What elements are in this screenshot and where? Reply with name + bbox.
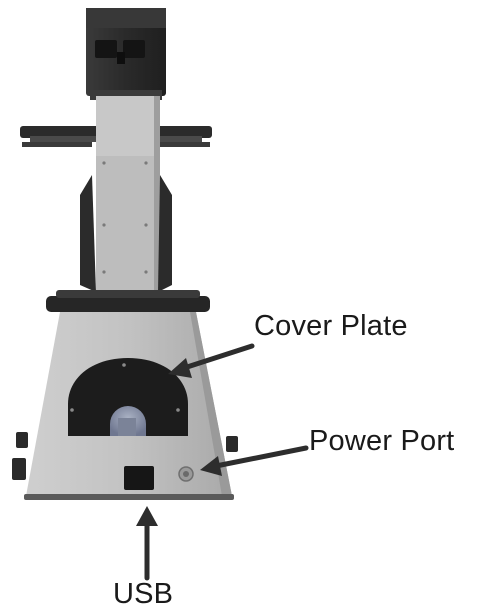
usb-arrow: [136, 506, 158, 581]
cover-plate: [68, 358, 188, 436]
base-collar: [46, 290, 210, 312]
camera-head: [86, 8, 166, 100]
cover-plate-label: Cover Plate: [254, 310, 408, 342]
column: [80, 96, 172, 301]
cover-plate-arrow: [168, 343, 255, 378]
power-port: [178, 466, 194, 482]
power-port-arrow: [200, 445, 309, 476]
microscope: [12, 8, 238, 500]
usb-label: USB: [113, 578, 174, 610]
callout-arrows: [136, 343, 309, 581]
usb-port: [124, 466, 154, 490]
power-port-label: Power Port: [309, 425, 455, 457]
